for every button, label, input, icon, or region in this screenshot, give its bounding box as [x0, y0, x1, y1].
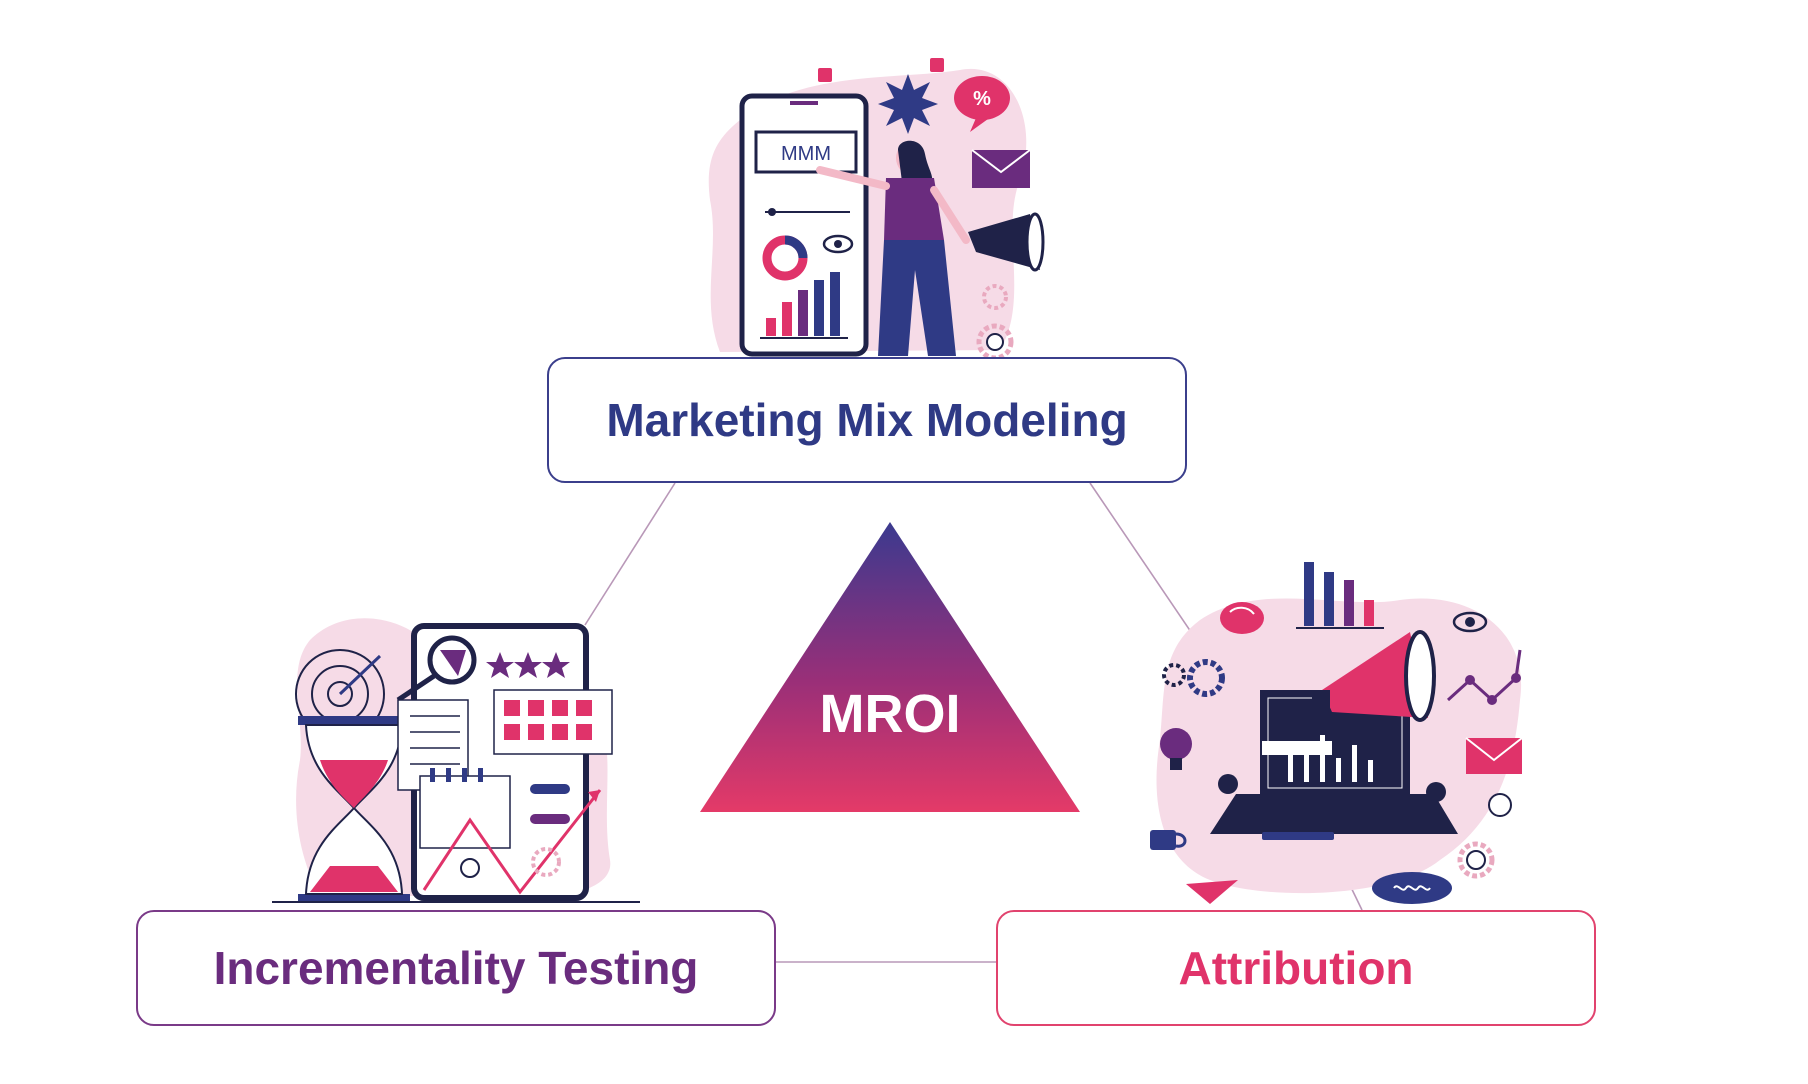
node-label-attribution: Attribution [1178, 942, 1414, 994]
eye-icon [822, 234, 854, 254]
gear-icon [531, 847, 561, 877]
coffee-cup-icon [1150, 830, 1187, 850]
mmm-illustration: MMM [708, 58, 1045, 361]
hourglass-icon [298, 716, 410, 903]
notebook-panel [419, 775, 511, 849]
svg-text:%: % [973, 88, 991, 110]
node-incrementality-testing: Incrementality Testing [136, 910, 776, 1026]
megaphone-icon [1312, 630, 1436, 722]
attribution-illustration [1150, 562, 1523, 904]
tablet-illustration [396, 623, 613, 901]
dot-node [1218, 774, 1238, 794]
connector-top-left [584, 482, 676, 626]
trend-line [422, 789, 602, 895]
megaphone-icon [968, 212, 1045, 272]
person-presenting-illustration [816, 140, 970, 356]
starburst-icon [878, 74, 938, 134]
donut-segment [784, 235, 808, 259]
lightbulb-icon [1160, 728, 1192, 770]
node-label-incrementality-testing: Incrementality Testing [213, 942, 699, 994]
grid-panel [493, 689, 613, 755]
node-attribution: Attribution [996, 910, 1596, 1026]
thumbs-up-icon [818, 58, 944, 82]
node-marketing-mix-modeling: Marketing Mix Modeling [547, 357, 1187, 483]
grid-squares [504, 700, 592, 740]
phone-notch [790, 101, 818, 105]
chat-bubble-icon [1372, 872, 1452, 904]
dot-node [1426, 782, 1446, 802]
envelope-icon [1465, 737, 1523, 774]
eye-icon [1452, 611, 1488, 633]
incrementality-illustration [272, 618, 640, 903]
envelope-icon [971, 149, 1031, 188]
percent-bubble-icon: % [954, 76, 1010, 132]
mmm-screen-text: MMM [781, 143, 831, 165]
gear-icon [1162, 659, 1512, 879]
brain-icon [1220, 602, 1264, 634]
node-label-marketing-mix-modeling: Marketing Mix Modeling [606, 394, 1128, 446]
phone-slider-knob [768, 208, 776, 216]
bar-chart-icon [1296, 562, 1384, 629]
star-rating [486, 652, 570, 678]
mmm-screen-card [754, 130, 858, 174]
center-triangle [700, 522, 1080, 812]
phone-bar-chart [760, 272, 848, 339]
checklist-panel [397, 699, 469, 791]
center-mroi-label: MROI [820, 684, 961, 744]
paper-plane-icon [1186, 880, 1238, 904]
